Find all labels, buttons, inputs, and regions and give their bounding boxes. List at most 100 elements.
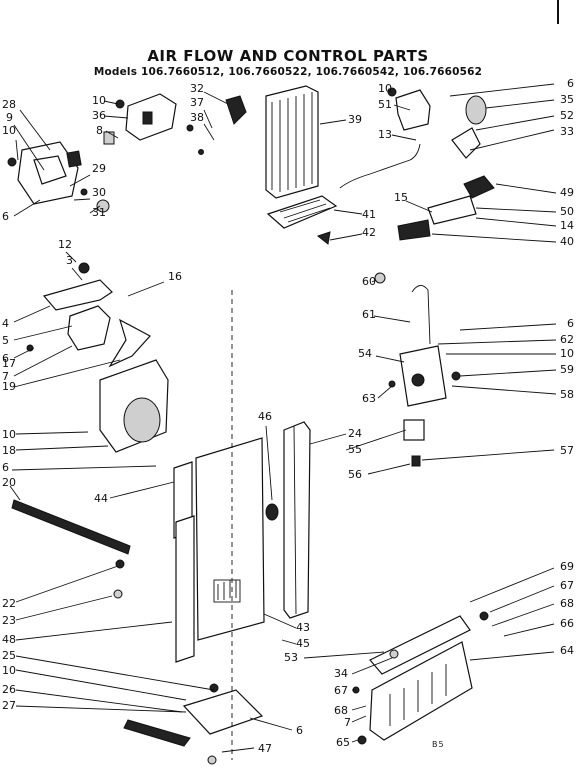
drain-trough-part [352,611,489,745]
callout-number: 33 [560,125,574,138]
callout-number: 20 [2,476,16,489]
callout-number: 10 [2,428,16,441]
callout-leader-line [421,449,555,461]
callout-leader-line [281,639,297,645]
callout-leader-line [15,431,89,435]
callout-number: 67 [560,579,574,592]
callout-number: 15 [394,191,408,204]
callout-number: 10 [92,94,106,107]
callout-number: 6 [296,724,303,737]
page-code: B5 [432,740,445,749]
callout-number: 26 [2,683,16,696]
callout-leader-line [15,621,173,641]
callout-leader-line [387,88,393,93]
callout-leader-line [469,129,555,151]
callout-leader-line [437,339,557,345]
callout-leader-line [351,705,367,711]
callout-leader-line [13,305,51,323]
callout-number: 61 [362,308,376,321]
callout-leader-line [15,705,187,713]
callout-leader-line [469,651,555,661]
callout-leader-line [351,657,393,675]
callout-number: 25 [2,649,16,662]
callout-number: 63 [362,392,376,405]
callout-number: 51 [378,98,392,111]
callout-number: 31 [92,206,106,219]
callout-number: 37 [190,96,204,109]
callout-leader-line [377,385,393,399]
callout-number: 28 [2,98,16,111]
callout-leader-line [15,139,19,161]
callout-number: 68 [334,704,348,717]
callout-leader-line [449,83,555,97]
callout-leader-line [459,369,557,377]
callout-number: 45 [296,637,310,650]
callout-number: 38 [190,111,204,124]
diagram-title: AIR FLOW AND CONTROL PARTS [147,47,429,65]
callout-leader-line [89,205,101,214]
callout-leader-line [345,429,407,451]
callout-number: 10 [560,347,574,360]
callout-number: 47 [258,742,272,755]
callout-leader-line [469,567,555,603]
callout-leader-line [109,481,175,499]
callout-leader-line [495,183,557,194]
callout-number: 30 [92,186,106,199]
callout-leader-line [329,233,363,241]
callout-leader-line [265,425,273,501]
callout-number: 24 [348,427,362,440]
callout-number: 29 [92,162,106,175]
callout-number: 6 [2,461,9,474]
callout-leader-line [71,267,83,281]
callout-number: 64 [560,644,574,657]
callout-leader-line [15,655,215,691]
air-duct-part [173,461,195,663]
callout-leader-line [475,217,557,227]
models-line: Models 106.7660512, 106.7660522, 106.766… [93,66,483,78]
callout-number: 7 [2,370,9,383]
callout-leader-line [15,595,113,621]
callout-number: 35 [560,93,574,106]
callout-number: 14 [560,219,574,232]
knob-60-part [374,272,386,284]
callout-leader-line [13,347,35,359]
callout-leader-line [503,623,555,637]
callout-number: 10 [2,124,16,137]
callout-leader-line [65,251,77,263]
callout-leader-line [221,747,255,753]
callout-number: 12 [58,238,72,251]
callout-number: 58 [560,388,574,401]
callout-leader-line [103,100,119,105]
callout-leader-line [405,200,433,213]
callout-leader-line [13,325,73,341]
callout-number: 50 [560,205,574,218]
callout-number: 52 [560,109,574,122]
callout-leader-line [13,359,121,388]
callout-number: 43 [296,621,310,634]
callout-leader-line [431,233,557,243]
air-diffuser-rail-part [11,499,131,599]
callout-leader-line [303,651,385,659]
evaporator-panel-part [265,85,319,199]
air-grille-part [266,195,338,245]
callout-number: 48 [2,633,16,646]
defrost-control-part [388,285,461,467]
callout-leader-line [459,323,557,331]
callout-number: 67 [334,684,348,697]
callout-number: 5 [2,334,9,347]
callout-leader-line [373,315,411,323]
callout-leader-line [319,119,347,125]
callout-number: 8 [96,124,103,137]
callout-leader-line [203,123,215,141]
callout-leader-line [391,134,417,141]
callout-leader-line [333,209,363,215]
callout-number: 10 [378,82,392,95]
callout-number: 6 [567,77,574,90]
relay-box-part [103,93,194,145]
callout-number: 22 [2,597,16,610]
callout-number: 40 [560,235,574,248]
callout-number: 57 [560,444,574,457]
callout-number: 7 [344,716,351,729]
